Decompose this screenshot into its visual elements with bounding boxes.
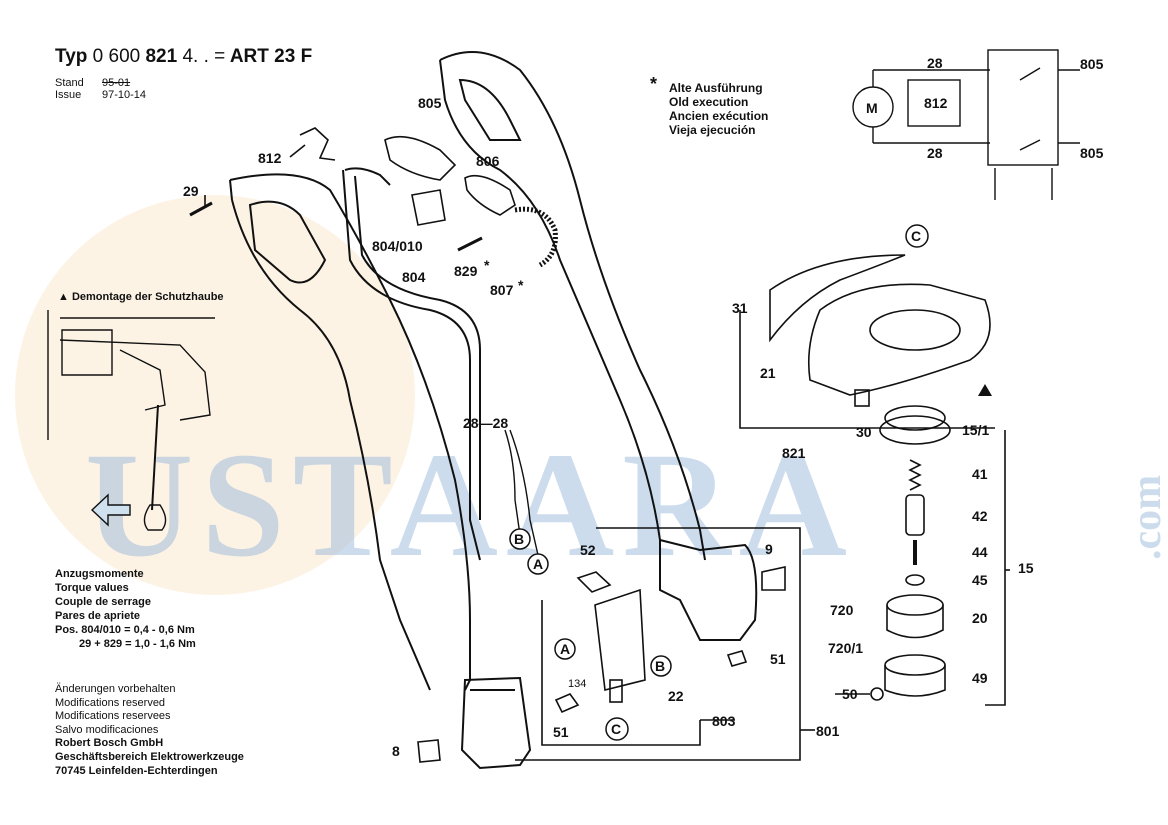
- changes-line-en: Modifications reserved: [55, 696, 166, 709]
- schematic-label-805-top: 805: [1080, 56, 1104, 72]
- stand-value: 95-01: [102, 77, 131, 89]
- label-51-right: 51: [770, 651, 786, 667]
- legend-line-es: Vieja ejecución: [669, 123, 756, 137]
- company-name: Robert Bosch GmbH: [55, 737, 164, 750]
- label-29: 29: [183, 183, 199, 199]
- title-suffix: 4. . =: [182, 46, 226, 67]
- label-44: 44: [972, 544, 988, 560]
- stand-label: Stand: [55, 77, 84, 89]
- label-28-28: 28—28: [463, 415, 508, 431]
- legend-line-de: Alte Ausführung: [669, 81, 763, 95]
- label-807: 807: [490, 282, 514, 298]
- company-division: Geschäftsbereich Elektrowerkzeuge: [55, 750, 244, 763]
- label-8: 8: [392, 743, 400, 759]
- schematic-label-805-bottom: 805: [1080, 145, 1104, 161]
- old-execution-legend: * Alte Ausführung Old execution Ancien e…: [650, 75, 769, 137]
- torque-block: Anzugsmomente Torque values Couple de se…: [55, 567, 196, 651]
- asterisk-829: *: [484, 257, 490, 273]
- label-801: 801: [816, 723, 840, 739]
- legend-star: *: [650, 74, 658, 94]
- revision-block: Stand Issue 95-01 97-10-14: [55, 77, 146, 101]
- label-9: 9: [765, 541, 773, 557]
- label-821: 821: [782, 445, 806, 461]
- legend-line-fr: Ancien exécution: [669, 109, 769, 123]
- label-720-1: 720/1: [828, 640, 863, 656]
- torque-line-de: Anzugsmomente: [55, 568, 144, 580]
- schematic-motor-label: M: [866, 100, 878, 116]
- legend-line-en: Old execution: [669, 95, 749, 109]
- label-805: 805: [418, 95, 442, 111]
- company-address: 70745 Leinfelden-Echterdingen: [55, 764, 218, 777]
- torque-line-es: Pares de apriete: [55, 610, 140, 622]
- label-30: 30: [856, 424, 872, 440]
- parts: [189, 127, 991, 763]
- label-22: 22: [668, 688, 684, 704]
- issue-label: Issue: [55, 89, 82, 101]
- label-51-left: 51: [553, 724, 569, 740]
- label-806: 806: [476, 153, 500, 169]
- label-803: 803: [712, 713, 736, 729]
- changes-block: Änderungen vorbehalten Modifications res…: [55, 683, 244, 778]
- title-part-number: 0 600: [92, 46, 141, 67]
- trimmer-shaft: [229, 51, 758, 770]
- callout-circles: [509, 224, 929, 741]
- asterisk-807: *: [518, 277, 524, 293]
- triangle-marker-guard: [978, 384, 992, 396]
- label-50: 50: [842, 686, 858, 702]
- torque-line-en: Torque values: [55, 582, 129, 594]
- issue-value: 97-10-14: [102, 89, 147, 101]
- schematic-label-28-bottom: 28: [927, 145, 943, 161]
- label-45: 45: [972, 572, 988, 588]
- callout-a-motor: A: [560, 641, 570, 657]
- callout-b-motor: B: [655, 658, 665, 674]
- callout-c-top: C: [911, 228, 921, 244]
- watermark-circle: [15, 195, 415, 595]
- callout-b-left: B: [514, 531, 524, 547]
- demontage-text: Demontage der Schutzhaube: [71, 291, 224, 303]
- label-42: 42: [972, 508, 988, 524]
- wire-28: [504, 429, 539, 556]
- label-31: 31: [732, 300, 748, 316]
- torque-value-1: Pos. 804/010 = 0,4 - 0,6 Nm: [55, 624, 195, 636]
- label-15-1: 15/1: [962, 422, 989, 438]
- page-title: Typ 0 600 821 4. . = ART 23 F: [55, 46, 312, 68]
- callout-a-left: A: [533, 556, 543, 572]
- callout-c-motor: C: [611, 721, 621, 737]
- label-49: 49: [972, 670, 988, 686]
- label-52: 52: [580, 542, 596, 558]
- schematic-label-812: 812: [924, 95, 948, 111]
- label-812: 812: [258, 150, 282, 166]
- changes-line-de: Änderungen vorbehalten: [55, 683, 176, 695]
- label-829: 829: [454, 263, 478, 279]
- label-134: 134: [568, 678, 586, 690]
- demontage-caption: ▲ Demontage der Schutzhaube: [58, 291, 224, 303]
- title-part-number-bold: 821: [145, 46, 178, 67]
- label-20: 20: [972, 610, 988, 626]
- schematic-label-28-top: 28: [927, 55, 943, 71]
- torque-line-fr: Couple de serrage: [55, 596, 151, 608]
- label-15: 15: [1018, 560, 1034, 576]
- title-model: ART 23 F: [229, 46, 313, 67]
- changes-line-es: Salvo modificaciones: [55, 723, 159, 736]
- label-720: 720: [830, 602, 854, 618]
- demontage-sketch: [47, 310, 215, 531]
- label-804: 804: [402, 269, 426, 285]
- label-21: 21: [760, 365, 776, 381]
- watermark-suffix: .com: [1124, 475, 1168, 560]
- demontage-marker: ▲: [58, 291, 69, 303]
- label-804-010: 804/010: [372, 238, 423, 254]
- label-41: 41: [972, 466, 988, 482]
- title-typ: Typ: [55, 46, 88, 67]
- leader-lines: [204, 144, 1010, 761]
- changes-line-fr: Modifications reservees: [55, 710, 171, 723]
- wiring-schematic: [852, 49, 1080, 200]
- torque-value-2: 29 + 829 = 1,0 - 1,6 Nm: [79, 638, 196, 650]
